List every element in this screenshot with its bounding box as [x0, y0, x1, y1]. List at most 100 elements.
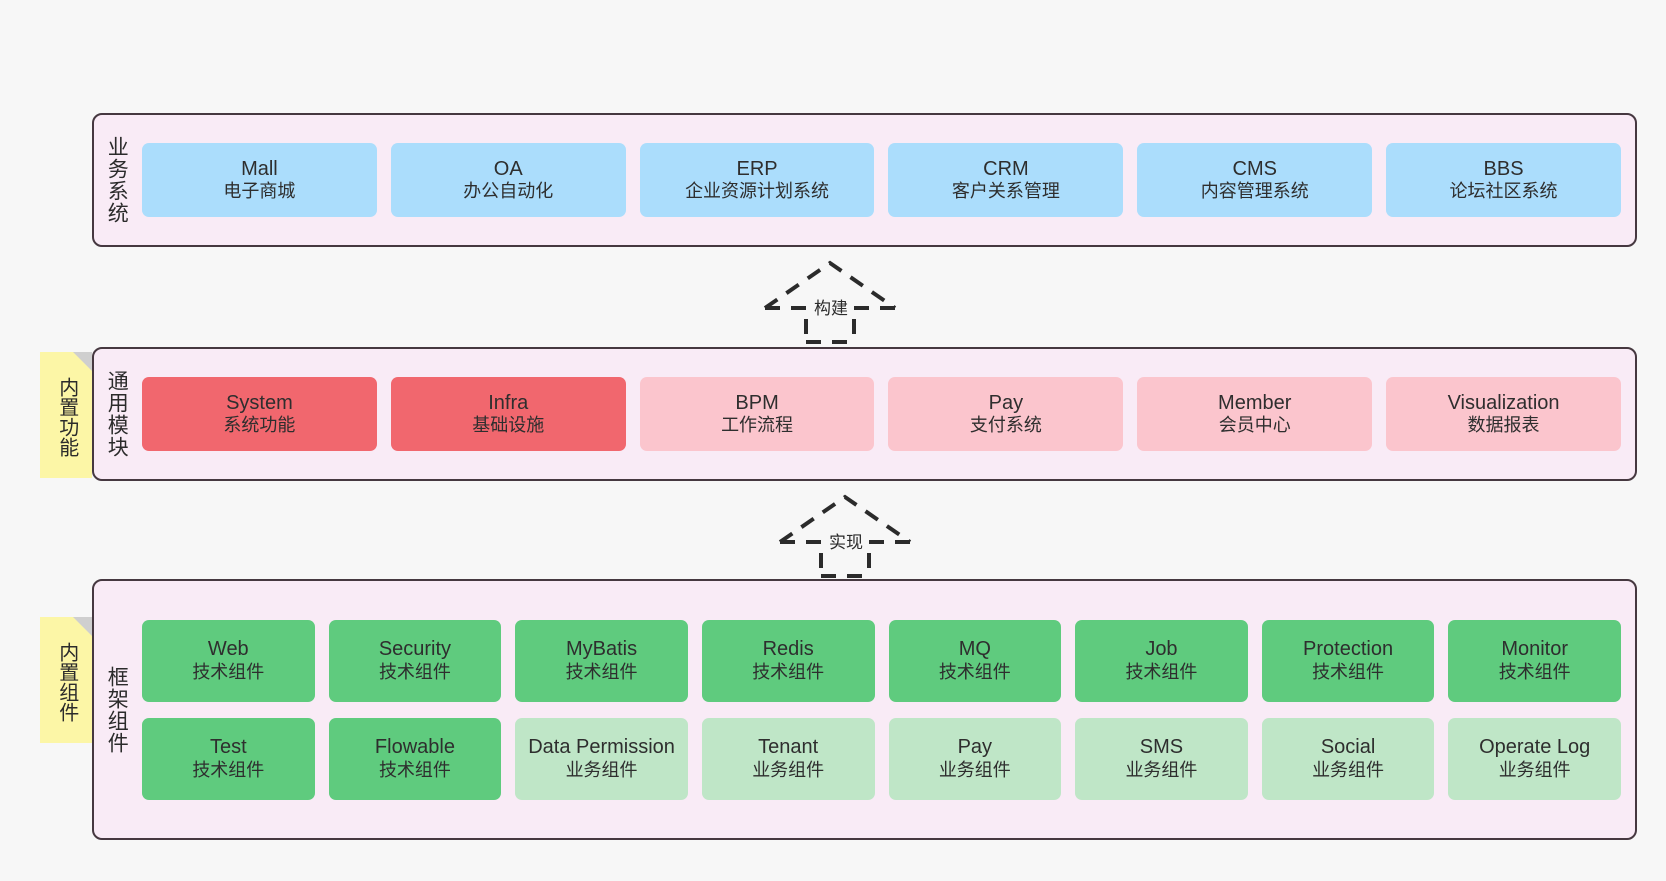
card-infra[interactable]: Infra 基础设施 — [390, 377, 626, 451]
card-sms[interactable]: SMS 业务组件 — [1075, 717, 1248, 800]
card-title: Pay — [988, 391, 1024, 414]
card-title: Protection — [1303, 638, 1394, 661]
card-desc: 技术组件 — [1312, 661, 1385, 682]
card-data-permission[interactable]: Data Permission 业务组件 — [515, 717, 688, 800]
card-desc: 技术组件 — [1125, 661, 1198, 682]
card-security[interactable]: Security 技术组件 — [328, 619, 502, 702]
band-title-business-system: 业务系统 — [105, 136, 129, 224]
card-desc: 客户关系管理 — [951, 181, 1060, 202]
band-title-common-module: 通用模块 — [105, 370, 129, 458]
card-protection[interactable]: Protection 技术组件 — [1261, 619, 1435, 702]
card-desc: 论坛社区系统 — [1449, 181, 1558, 202]
card-desc: 支付系统 — [969, 415, 1042, 436]
card-title: Infra — [488, 391, 529, 414]
card-pay-business[interactable]: Pay 业务组件 — [888, 717, 1062, 800]
band-cells-framework-component: Web 技术组件 Security 技术组件 MyBatis 技术组件 Redi… — [138, 581, 1635, 838]
card-title: BPM — [735, 391, 779, 414]
card-desc: 技术组件 — [1498, 661, 1571, 682]
card-desc: 业务组件 — [565, 759, 638, 780]
card-title: Member — [1218, 391, 1292, 414]
card-test[interactable]: Test 技术组件 — [142, 717, 315, 800]
card-title: ERP — [736, 157, 778, 180]
card-crm[interactable]: CRM 客户关系管理 — [888, 143, 1124, 217]
card-title: OA — [493, 157, 523, 180]
card-title: Mall — [241, 157, 278, 180]
card-redis[interactable]: Redis 技术组件 — [701, 619, 875, 702]
card-cms[interactable]: CMS 内容管理系统 — [1137, 143, 1373, 217]
cell-row: System 系统功能 Infra 基础设施 BPM 工作流程 Pay 支付系统… — [142, 377, 1621, 451]
card-bpm[interactable]: BPM 工作流程 — [639, 377, 875, 451]
card-title: CMS — [1232, 157, 1277, 180]
arrow-build-label: 构建 — [812, 294, 850, 319]
card-title: BBS — [1483, 157, 1524, 180]
note-builtin-component: 内置组件 — [40, 617, 92, 743]
card-title: Data Permission — [528, 736, 675, 759]
card-desc: 业务组件 — [1125, 759, 1198, 780]
card-mall[interactable]: Mall 电子商城 — [142, 143, 377, 217]
card-visualization[interactable]: Visualization 数据报表 — [1386, 377, 1621, 451]
card-title: Tenant — [758, 736, 819, 759]
card-system[interactable]: System 系统功能 — [142, 377, 377, 451]
card-title: Job — [1145, 638, 1178, 661]
card-monitor[interactable]: Monitor 技术组件 — [1448, 619, 1621, 702]
cell-row: Test 技术组件 Flowable 技术组件 Data Permission … — [142, 717, 1621, 800]
note-fold-icon — [73, 352, 92, 371]
note-label: 内置组件 — [55, 642, 78, 722]
card-pay[interactable]: Pay 支付系统 — [888, 377, 1124, 451]
cell-row: Mall 电子商城 OA 办公自动化 ERP 企业资源计划系统 CRM 客户关系… — [142, 143, 1621, 217]
card-desc: 业务组件 — [1498, 759, 1571, 780]
card-desc: 办公自动化 — [463, 181, 554, 202]
card-desc: 内容管理系统 — [1200, 181, 1309, 202]
arrow-implement: 实现 — [775, 492, 915, 578]
card-desc: 基础设施 — [472, 415, 545, 436]
band-business-system: 业务系统 Mall 电子商城 OA 办公自动化 ERP 企业资源计划系统 CRM… — [92, 113, 1637, 247]
card-title: Social — [1320, 736, 1376, 759]
card-desc: 会员中心 — [1218, 415, 1291, 436]
card-mybatis[interactable]: MyBatis 技术组件 — [515, 619, 688, 702]
card-title: CRM — [983, 157, 1029, 180]
card-bbs[interactable]: BBS 论坛社区系统 — [1386, 143, 1621, 217]
card-mq[interactable]: MQ 技术组件 — [888, 619, 1062, 702]
card-desc: 技术组件 — [192, 759, 265, 780]
card-desc: 技术组件 — [565, 661, 638, 682]
arrow-implement-label: 实现 — [827, 528, 865, 553]
card-title: Visualization — [1447, 391, 1560, 414]
band-cells-business-system: Mall 电子商城 OA 办公自动化 ERP 企业资源计划系统 CRM 客户关系… — [138, 115, 1635, 245]
card-operate-log[interactable]: Operate Log 业务组件 — [1448, 717, 1621, 800]
note-builtin-function: 内置功能 — [40, 352, 92, 478]
cell-row: Web 技术组件 Security 技术组件 MyBatis 技术组件 Redi… — [142, 619, 1621, 702]
card-member[interactable]: Member 会员中心 — [1137, 377, 1373, 451]
card-desc: 数据报表 — [1467, 415, 1540, 436]
card-desc: 技术组件 — [938, 661, 1011, 682]
card-erp[interactable]: ERP 企业资源计划系统 — [639, 143, 875, 217]
card-title: Pay — [957, 736, 993, 759]
card-oa[interactable]: OA 办公自动化 — [390, 143, 626, 217]
card-desc: 企业资源计划系统 — [685, 181, 830, 202]
card-desc: 技术组件 — [192, 661, 265, 682]
card-tenant[interactable]: Tenant 业务组件 — [701, 717, 875, 800]
card-job[interactable]: Job 技术组件 — [1075, 619, 1248, 702]
band-title-framework-component: 框架组件 — [105, 665, 129, 754]
card-title: SMS — [1139, 736, 1184, 759]
card-title: MQ — [958, 638, 991, 661]
card-title: Security — [378, 638, 452, 661]
card-web[interactable]: Web 技术组件 — [142, 619, 315, 702]
card-desc: 业务组件 — [938, 759, 1011, 780]
card-desc: 业务组件 — [1312, 759, 1385, 780]
card-desc: 电子商城 — [223, 181, 296, 202]
card-social[interactable]: Social 业务组件 — [1261, 717, 1435, 800]
card-title: System — [226, 391, 293, 414]
card-title: Operate Log — [1479, 736, 1591, 759]
band-cells-common-module: System 系统功能 Infra 基础设施 BPM 工作流程 Pay 支付系统… — [138, 349, 1635, 479]
arrow-build: 构建 — [760, 258, 900, 344]
note-label: 内置功能 — [55, 377, 78, 457]
card-title: Web — [207, 638, 249, 661]
card-title: Monitor — [1501, 638, 1569, 661]
card-flowable[interactable]: Flowable 技术组件 — [328, 717, 502, 800]
card-title: Redis — [762, 638, 814, 661]
card-title: Test — [209, 736, 247, 759]
card-desc: 工作流程 — [721, 415, 794, 436]
band-framework-component: 框架组件 Web 技术组件 Security 技术组件 MyBatis 技术组件… — [92, 579, 1637, 840]
card-desc: 技术组件 — [378, 661, 451, 682]
